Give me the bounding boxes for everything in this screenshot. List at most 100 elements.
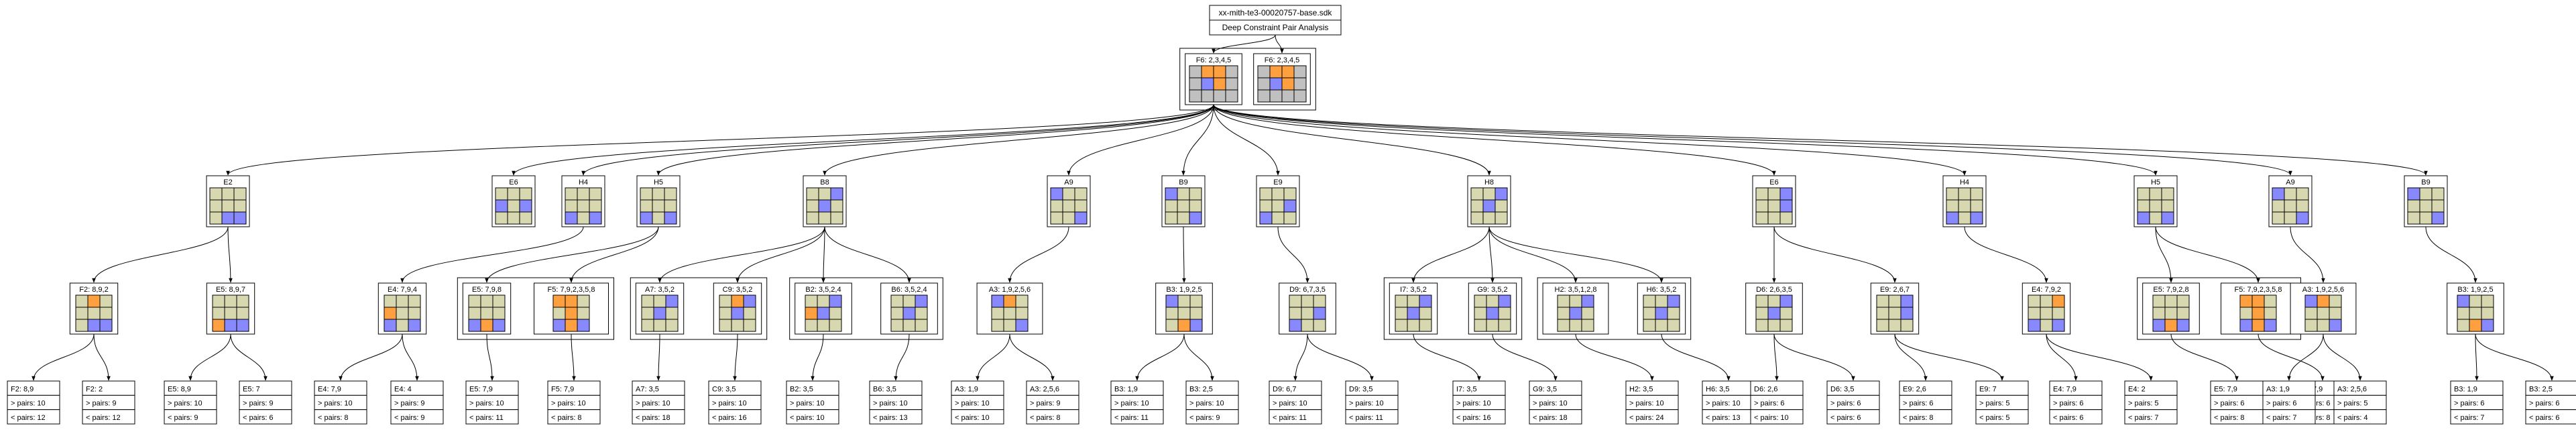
grid-cell xyxy=(565,294,578,308)
grid-cell xyxy=(1271,211,1285,225)
grid-cell xyxy=(2040,319,2053,332)
node-stat: < pairs: 8 xyxy=(2214,414,2245,422)
grid-cell xyxy=(1407,319,1420,332)
node-stat: > pairs: 5 xyxy=(2337,400,2368,408)
grid-cell xyxy=(1074,211,1088,225)
node-label: E9: 2,6,7 xyxy=(1880,286,1910,294)
grid-cell xyxy=(1201,89,1214,103)
grid-cell xyxy=(719,294,732,308)
node-label: E6 xyxy=(509,178,518,186)
grid-cell xyxy=(1165,211,1178,225)
grid-cell xyxy=(236,294,249,308)
node-label: C9: 3,5 xyxy=(712,385,736,393)
grid-cell xyxy=(731,294,744,308)
grid-cell xyxy=(1470,199,1484,213)
grid-cell xyxy=(1189,319,1203,332)
node-stat: > pairs: 10 xyxy=(1456,400,1491,408)
grid-cell xyxy=(212,294,225,308)
grid-cell xyxy=(731,307,744,320)
node-l3_12: B6: 3,5> pairs: 10< pairs: 13 xyxy=(869,380,923,425)
node-label: B3: 1,9 xyxy=(2454,385,2477,393)
grid-cell xyxy=(890,307,904,320)
edge-l1_03-l2_03 xyxy=(400,226,584,283)
grid-cell xyxy=(1301,294,1314,308)
grid-cell xyxy=(468,319,481,332)
node-label: A3: 1,9,2,5,6 xyxy=(989,286,1031,294)
node-label: A7: 3,5 xyxy=(636,385,659,393)
edge-l2_17-l3_23 xyxy=(1773,333,1779,381)
node-label: B6: 3,5 xyxy=(873,385,896,393)
grid-cell xyxy=(492,307,506,320)
edge-l2_02-l3_03 xyxy=(188,333,231,381)
grid-cell xyxy=(1667,319,1680,332)
grid-cell xyxy=(1281,65,1295,78)
node-label: E5: 7,9,8 xyxy=(472,286,502,294)
edge-top1-l1_01 xyxy=(226,104,1214,176)
grid-cell xyxy=(2272,187,2285,201)
grid-cell xyxy=(99,294,113,308)
edge-l1_06-l2_10 xyxy=(1008,226,1069,283)
node-l1_11: H4 xyxy=(1942,175,1987,227)
grid-cell xyxy=(1177,307,1191,320)
grid-cell xyxy=(1557,294,1570,308)
node-stat: < pairs: 6 xyxy=(243,414,274,422)
grid-cell xyxy=(2164,294,2178,308)
grid-cell xyxy=(1301,307,1314,320)
node-label: I7: 3,5,2 xyxy=(1400,286,1427,294)
node-label: E9 xyxy=(1273,178,1282,186)
grid-cell xyxy=(577,211,590,225)
node-stat: < pairs: 9 xyxy=(394,414,425,422)
grid-cell xyxy=(1767,187,1781,201)
grid-cell xyxy=(209,211,223,225)
grid-cell xyxy=(818,187,831,201)
grid-cell xyxy=(665,294,679,308)
edge-l2_19-l3_27 xyxy=(2046,333,2078,381)
node-l3_22: H6: 3,5> pairs: 10< pairs: 13 xyxy=(1702,380,1755,425)
edge-l2_13-l3_19 xyxy=(1413,333,1481,381)
grid-cell xyxy=(1165,307,1179,320)
node-stat: < pairs: 7 xyxy=(2128,414,2159,422)
grid-cell xyxy=(664,187,677,201)
edge-top1-l1_07 xyxy=(1181,104,1214,176)
grid-cell xyxy=(2176,307,2190,320)
grid-cell xyxy=(1958,199,1971,213)
edge-l2_07-l3_10 xyxy=(733,333,738,381)
grid-cell xyxy=(1946,187,1959,201)
node-l2_03: E4: 7,9,4 xyxy=(377,282,427,335)
grid-cell xyxy=(1970,187,1983,201)
node-label: D6: 2,6,3,5 xyxy=(1756,286,1792,294)
grid-cell xyxy=(565,187,578,201)
node-l3_08: F5: 7,9> pairs: 10< pairs: 8 xyxy=(547,380,601,425)
edge-l2_04-l3_07 xyxy=(486,333,494,381)
grid-cell xyxy=(1189,187,1202,201)
grid-cell xyxy=(1482,199,1496,213)
node-label: E2 xyxy=(223,178,232,186)
grid-cell xyxy=(2304,294,2318,308)
node-label: H6: 3,5 xyxy=(1706,385,1729,393)
edge-l2_09-l3_12 xyxy=(894,333,910,381)
edge-l1_04-l2_05 xyxy=(569,226,659,283)
grid-cell xyxy=(2481,319,2494,332)
grid-cell xyxy=(1189,199,1202,213)
node-stat: > pairs: 10 xyxy=(551,400,586,408)
node-stat: < pairs: 18 xyxy=(1533,414,1568,422)
node-l1_10: E6 xyxy=(1752,175,1796,227)
grid-cell xyxy=(495,187,508,201)
grid-cell xyxy=(1271,187,1285,201)
node-l3_32: A3: 2,5,6> pairs: 5< pairs: 4 xyxy=(2333,380,2387,425)
grid-cell xyxy=(1482,211,1496,225)
node-label: D6: 3,5 xyxy=(1830,385,1854,393)
grid-cell xyxy=(2317,307,2330,320)
node-l1_08: E9 xyxy=(1256,175,1300,227)
grid-cell xyxy=(2176,294,2190,308)
grid-cell xyxy=(915,307,928,320)
grid-cell xyxy=(2161,187,2174,201)
grid-cell xyxy=(2481,294,2494,308)
grid-cell xyxy=(640,211,653,225)
node-l3_01: F2: 8,9> pairs: 10< pairs: 12 xyxy=(7,380,60,425)
node-label: F2: 8,9,2 xyxy=(79,286,108,294)
grid-cell xyxy=(991,319,1004,332)
node-l1_05: B8 xyxy=(803,175,847,227)
grid-cell xyxy=(552,294,566,308)
